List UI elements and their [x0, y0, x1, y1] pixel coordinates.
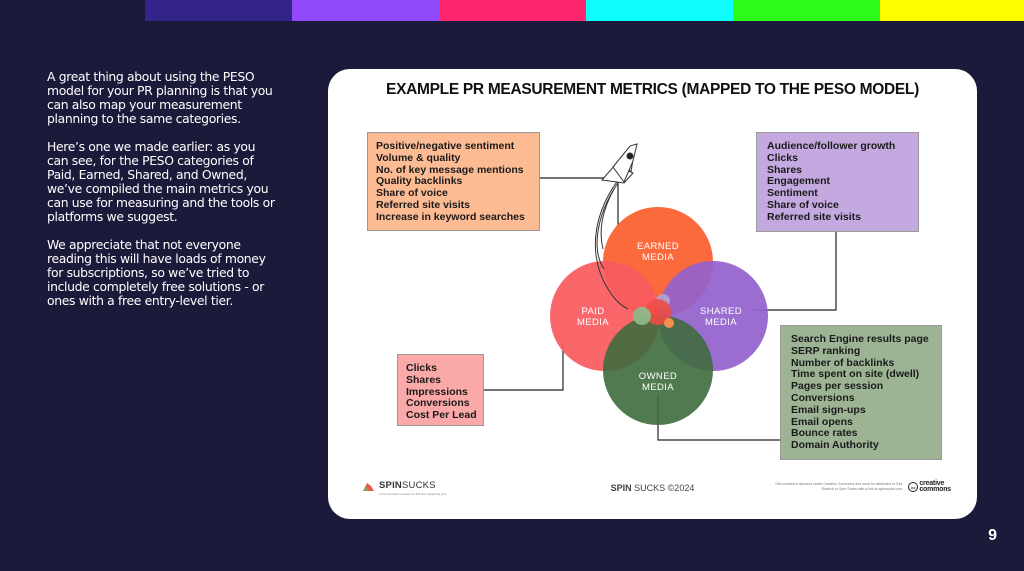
metric-item: Referred site visits: [376, 198, 470, 211]
metric-item: Bounce rates: [791, 427, 858, 440]
logo-light: SUCKS: [401, 480, 436, 491]
center-blob-green: [633, 307, 651, 325]
connector-earned: [540, 177, 619, 254]
metric-item: Conversions: [406, 397, 470, 410]
metric-item: Increase in keyword searches: [376, 210, 525, 223]
label-earned-media: EARNED MEDIA: [618, 241, 698, 263]
label-line: SHARED: [700, 306, 742, 317]
metric-item: Volume & quality: [376, 151, 461, 164]
peso-diagram: [484, 143, 837, 441]
metric-item: Cost Per Lead: [406, 409, 477, 422]
cc-line: commons: [919, 486, 951, 493]
metric-item: Number of backlinks: [791, 356, 895, 369]
intro-paragraph: A great thing about using the PESO model…: [47, 69, 273, 126]
metric-item: SERP ranking: [791, 344, 861, 357]
metric-item: Share of voice: [376, 187, 448, 200]
color-bar-segment: [292, 0, 439, 21]
color-bar: [145, 0, 1024, 21]
metric-item: Quality backlinks: [376, 175, 463, 188]
logo-bold: SPIN: [379, 480, 402, 491]
label-line: PAID: [581, 306, 605, 317]
metric-item: Engagement: [767, 175, 831, 188]
spinsucks-logo: SPINSUCKS Communications advice for PR a…: [362, 480, 447, 496]
metric-item: Email sign-ups: [791, 403, 866, 416]
metric-item: Clicks: [406, 362, 437, 374]
color-bar-segment: [586, 0, 733, 21]
metric-item: Email opens: [791, 415, 853, 428]
color-bar-segment: [439, 0, 586, 21]
metric-item: Conversions: [791, 391, 855, 404]
metric-item: Domain Authority: [791, 439, 879, 452]
connector-shared: [751, 232, 837, 311]
circle-owned: [603, 315, 713, 425]
metric-item: Audience/follower growth: [767, 140, 896, 152]
metric-item: Impressions: [406, 385, 468, 398]
color-bar-segment: [880, 0, 1024, 21]
metric-item: Referred site visits: [767, 210, 861, 223]
logo-wordmark: SPINSUCKS: [379, 480, 447, 491]
spinsucks-logo-icon: [363, 483, 374, 491]
center-blob-orange: [664, 318, 674, 328]
metric-item: Time spent on site (dwell): [791, 368, 920, 381]
rocket-icon: [594, 143, 638, 310]
metric-item: Sentiment: [767, 187, 818, 200]
label-line: OWNED: [638, 371, 678, 382]
color-bar-segment: [733, 0, 880, 21]
intro-paragraph: Here’s one we made earlier: as you can s…: [47, 139, 275, 224]
metric-item: Positive/negative sentiment: [376, 140, 515, 152]
connector-paid: [484, 344, 564, 391]
color-bar-segment: [145, 0, 292, 21]
metric-item: No. of key message mentions: [376, 163, 524, 176]
logo-tagline: Communications advice for PR and marketi…: [379, 492, 447, 496]
intro-text: A great thing about using the PESO model…: [47, 70, 279, 322]
metric-item: Shares: [406, 373, 442, 386]
label-owned-media: OWNED MEDIA: [618, 371, 698, 393]
peso-diagram-card: EXAMPLE PR MEASUREMENT METRICS (MAPPED T…: [328, 69, 977, 519]
label-paid-media: PAID MEDIA: [553, 306, 633, 328]
label-line: MEDIA: [641, 252, 675, 263]
label-shared-media: SHARED MEDIA: [681, 306, 761, 328]
license-text: This content is licensed under Creative …: [774, 482, 903, 491]
intro-paragraph: We appreciate that not everyone reading …: [47, 237, 266, 308]
copyright-light: SUCKS ©2024: [631, 483, 695, 493]
cc-line: creative: [919, 480, 945, 487]
metric-item: Share of voice: [767, 198, 839, 211]
copyright-bold: SPIN: [610, 483, 632, 493]
metric-item: Clicks: [767, 151, 798, 164]
label-line: MEDIA: [704, 317, 738, 328]
copyright: SPIN SUCKS ©2024: [328, 483, 977, 493]
license-block: This content is licensed under Creative …: [772, 480, 951, 493]
label-line: MEDIA: [641, 382, 675, 393]
label-line: MEDIA: [576, 317, 610, 328]
metric-item: Shares: [767, 163, 803, 176]
diagram-title: EXAMPLE PR MEASUREMENT METRICS (MAPPED T…: [386, 81, 919, 98]
center-blob-red: [645, 299, 671, 325]
label-line: EARNED: [637, 241, 679, 252]
metric-item: Pages per session: [791, 380, 884, 393]
cc-icon: cc: [908, 482, 919, 492]
page-number: 9: [988, 527, 997, 544]
metric-item: Search Engine results page: [791, 333, 929, 345]
